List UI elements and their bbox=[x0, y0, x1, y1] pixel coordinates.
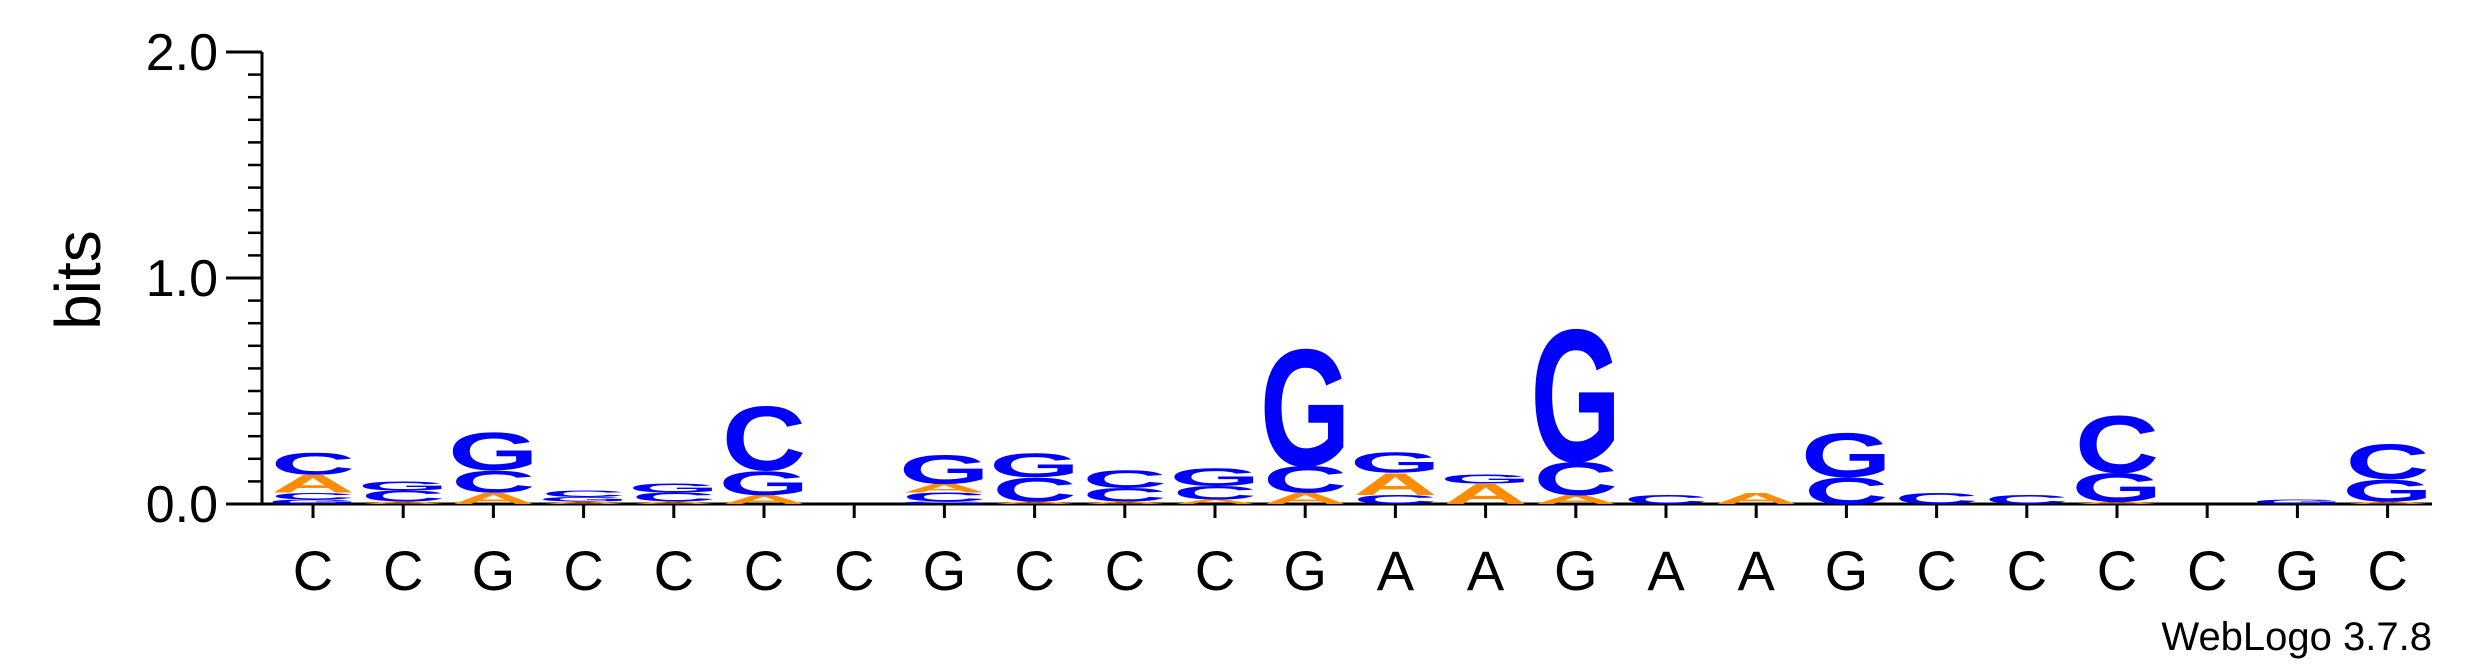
logo-letter-C: C bbox=[2345, 434, 2429, 490]
logo-letter-A: A bbox=[632, 501, 716, 505]
logo-letter-G: G bbox=[628, 481, 719, 495]
logo-letter-C: C bbox=[1353, 493, 1437, 507]
logo-letter-A: A bbox=[2075, 501, 2159, 505]
y-tick-label: 2.0 bbox=[146, 24, 218, 82]
x-tick-label: A bbox=[1377, 539, 1415, 602]
logo-letter-A: A bbox=[1263, 490, 1347, 508]
x-tick-label: C bbox=[1195, 539, 1235, 602]
logo-letter-G: G bbox=[1260, 314, 1351, 502]
x-tick-label: C bbox=[2187, 539, 2227, 602]
logo-letter-C: C bbox=[632, 490, 716, 504]
logo-letter-G: G bbox=[448, 422, 539, 482]
logo-letter-A: A bbox=[451, 490, 535, 508]
logo-letter-G: G bbox=[899, 501, 990, 505]
logo-letter-C: C bbox=[992, 471, 1076, 510]
x-tick-label: A bbox=[1647, 539, 1685, 602]
logo-letter-C: C bbox=[722, 388, 806, 490]
logo-letter-C: C bbox=[2075, 399, 2159, 490]
y-axis-title: bits bbox=[42, 230, 114, 330]
logo-letter-C: C bbox=[271, 447, 355, 482]
x-tick-label: G bbox=[923, 539, 967, 602]
logo-letter-G: G bbox=[1530, 291, 1621, 502]
x-tick-label: C bbox=[1105, 539, 1145, 602]
y-tick-label: 1.0 bbox=[146, 250, 218, 308]
logo-letter-A: A bbox=[271, 470, 355, 498]
y-major-ticks bbox=[226, 50, 262, 506]
x-tick-label: G bbox=[1283, 539, 1327, 602]
logo-letter-G: G bbox=[2252, 498, 2343, 505]
logo-letter-A: A bbox=[1534, 493, 1618, 507]
y-tick-label: 0.0 bbox=[146, 476, 218, 534]
logo-letter-G: G bbox=[719, 464, 810, 503]
logo-letter-G: G bbox=[268, 498, 359, 505]
logo-letter-C: C bbox=[1263, 459, 1347, 501]
x-tick-label: G bbox=[472, 539, 516, 602]
logo-letter-G: G bbox=[1170, 463, 1261, 491]
logo-letter-G: G bbox=[1440, 472, 1531, 486]
x-tick-label: C bbox=[1014, 539, 1054, 602]
logo-letter-G: G bbox=[989, 446, 1080, 485]
x-tick-label: C bbox=[2097, 539, 2137, 602]
logo-letter-A: A bbox=[1443, 478, 1527, 510]
x-tick-label: C bbox=[563, 539, 603, 602]
axes bbox=[226, 50, 2432, 518]
x-tick-label: G bbox=[2276, 539, 2320, 602]
logo-letter-A: A bbox=[1353, 467, 1437, 502]
logo-letter-C: C bbox=[271, 491, 355, 502]
weblogo-credit: WebLogo 3.7.8 bbox=[2161, 615, 2432, 659]
x-tick-label: C bbox=[2007, 539, 2047, 602]
logo-letter-G: G bbox=[358, 479, 449, 493]
logo-letter-A: A bbox=[992, 501, 1076, 505]
logo-letter-C: C bbox=[541, 489, 625, 500]
logo-letter-G: G bbox=[1801, 420, 1892, 491]
logo-letter-A: A bbox=[902, 481, 986, 495]
logo-letter-C: C bbox=[1083, 485, 1167, 506]
x-tick-label: C bbox=[383, 539, 423, 602]
logo-letter-G: G bbox=[2342, 474, 2433, 509]
y-minor-ticks bbox=[248, 73, 262, 483]
x-tick-label: G bbox=[1554, 539, 1598, 602]
logo-letter-A: A bbox=[2345, 501, 2429, 505]
x-tick-label: C bbox=[293, 539, 333, 602]
logo-letter-A: A bbox=[361, 501, 445, 505]
x-tick-label: G bbox=[1825, 539, 1869, 602]
y-tick-labels: 0.0 1.0 2.0 bbox=[146, 24, 218, 534]
x-tick-label: C bbox=[744, 539, 784, 602]
x-tick-label: C bbox=[1916, 539, 1956, 602]
logo-letter-C: C bbox=[1534, 452, 1618, 505]
logo-letter-A: A bbox=[1714, 490, 1798, 508]
logo-letter-C: C bbox=[1083, 465, 1167, 493]
logo-letter-C: C bbox=[451, 465, 535, 500]
x-tick-label: A bbox=[1738, 539, 1776, 602]
logo-letter-G: G bbox=[1350, 447, 1441, 479]
logo-letter-C: C bbox=[1804, 470, 1888, 512]
logo-letter-A: A bbox=[1083, 501, 1167, 505]
logo-letter-C: C bbox=[1985, 493, 2069, 507]
x-tick-label: C bbox=[654, 539, 694, 602]
logo-letter-A: A bbox=[722, 493, 806, 507]
logo-letter-G: G bbox=[899, 447, 990, 493]
x-tick-label: A bbox=[1467, 539, 1505, 602]
logo-letter-C: C bbox=[1894, 490, 1978, 508]
logo-letter-A: A bbox=[541, 501, 625, 505]
logo-letter-A: A bbox=[1173, 498, 1257, 505]
logo-letter-G: G bbox=[538, 496, 629, 503]
logo-letter-C: C bbox=[361, 488, 445, 506]
x-tick-label: C bbox=[834, 539, 874, 602]
x-tick-label: C bbox=[2367, 539, 2407, 602]
logo-letter-C: C bbox=[902, 490, 986, 504]
logo-letter-C: C bbox=[1173, 482, 1257, 503]
logo-letter-C: C bbox=[1624, 493, 1708, 507]
x-ticks bbox=[311, 504, 2390, 518]
logo-letter-G: G bbox=[2072, 465, 2163, 511]
